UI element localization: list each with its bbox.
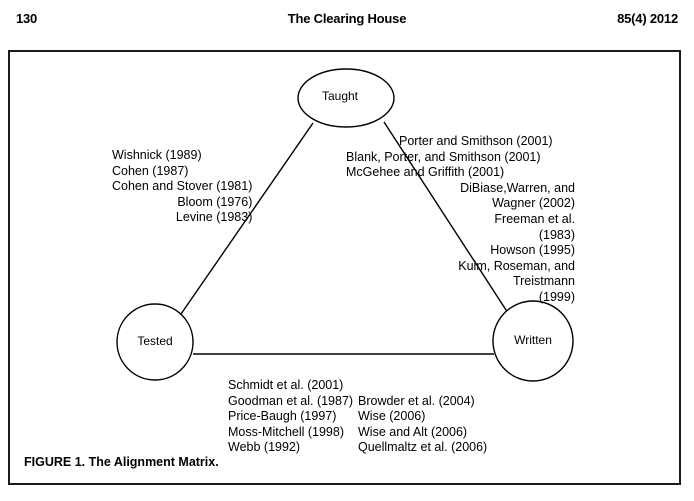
citation-line: Browder et al. (2004): [358, 393, 475, 408]
citation-line: Goodman et al. (1987): [228, 393, 354, 408]
node-taught-label: Taught: [321, 89, 359, 103]
citation-line: Cohen (1987): [112, 163, 189, 178]
citation-line: [358, 378, 538, 394]
figure-caption: FIGURE 1. The Alignment Matrix.: [24, 455, 219, 469]
citation-line: (1983): [538, 227, 575, 242]
citation-line: Schmidt et al. (2001): [228, 378, 344, 392]
journal-title: The Clearing House: [287, 11, 407, 26]
citation-line: (1999): [538, 289, 575, 304]
citation-line: Quellmaltz et al. (2006): [358, 440, 488, 455]
citation-line: Bloom (1976): [177, 194, 253, 209]
citation-block-tested-written: Schmidt et al. (2001) Goodman et al. (19…: [228, 378, 538, 456]
node-tested-label: Tested: [137, 334, 173, 348]
citation-row: Moss-Mitchell (1998) Wise and Alt (2006): [228, 425, 538, 441]
citation-line: Kuim, Roseman, and: [458, 258, 575, 273]
citation-line: Levine (1983): [175, 210, 253, 225]
citation-line: Wise and Alt (2006): [358, 424, 468, 439]
figure-frame: [8, 50, 681, 485]
citation-line: Howson (1995): [490, 243, 575, 258]
node-written-label: Written: [514, 333, 552, 347]
page-number: 130: [16, 11, 38, 26]
citation-line: Price-Baugh (1997): [228, 409, 337, 424]
citation-row: Price-Baugh (1997) Wise (2006): [228, 409, 538, 425]
citation-line: DiBiase,Warren, and: [460, 180, 575, 195]
citation-line: Moss-Mitchell (1998): [228, 424, 345, 439]
citation-line: Wagner (2002): [492, 196, 575, 211]
citation-line: Porter and Smithson (2001): [399, 134, 553, 148]
citation-row: Webb (1992) Quellmaltz et al. (2006): [228, 440, 538, 456]
citation-line: McGehee and Griffith (2001): [346, 165, 505, 180]
issue-info: 85(4) 2012: [617, 11, 678, 26]
citation-row: Goodman et al. (1987) Browder et al. (20…: [228, 394, 538, 410]
citation-line: Wishnick (1989): [112, 148, 202, 162]
citation-line: Wise (2006): [358, 409, 426, 424]
citation-row: Schmidt et al. (2001): [228, 378, 538, 394]
citation-line: Blank, Porter, and Smithson (2001): [346, 149, 541, 164]
citation-line: Treistmann: [512, 274, 575, 289]
citation-line: Freeman et al.: [494, 211, 575, 226]
citation-block-tested-taught: Wishnick (1989) Cohen (1987) Cohen and S…: [112, 148, 252, 226]
citation-block-taught-written: Porter and Smithson (2001) Blank, Porter…: [346, 134, 575, 306]
citation-line: Webb (1992): [228, 440, 301, 455]
citation-line: Cohen and Stover (1981): [112, 179, 253, 194]
